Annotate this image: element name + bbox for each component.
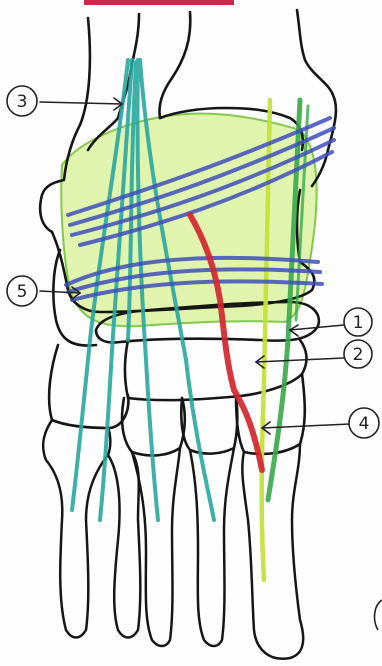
top-color-bar	[84, 0, 234, 5]
label-5: 5	[17, 282, 28, 302]
label-2: 2	[353, 345, 364, 365]
pointer-4	[262, 424, 350, 428]
tibia-shaft-left	[160, 12, 191, 118]
metatarsal-4	[108, 452, 140, 638]
label-4: 4	[359, 414, 370, 434]
pointer-3	[40, 102, 122, 104]
cuneiform-b	[181, 396, 237, 454]
pointer-2	[256, 358, 344, 362]
edge-circle-fragment	[375, 600, 382, 630]
label-1: 1	[353, 313, 364, 333]
metatarsal-2	[190, 448, 234, 646]
pointer-1-head	[290, 325, 298, 336]
cuneiform-row	[125, 340, 306, 400]
label-3: 3	[17, 92, 28, 112]
